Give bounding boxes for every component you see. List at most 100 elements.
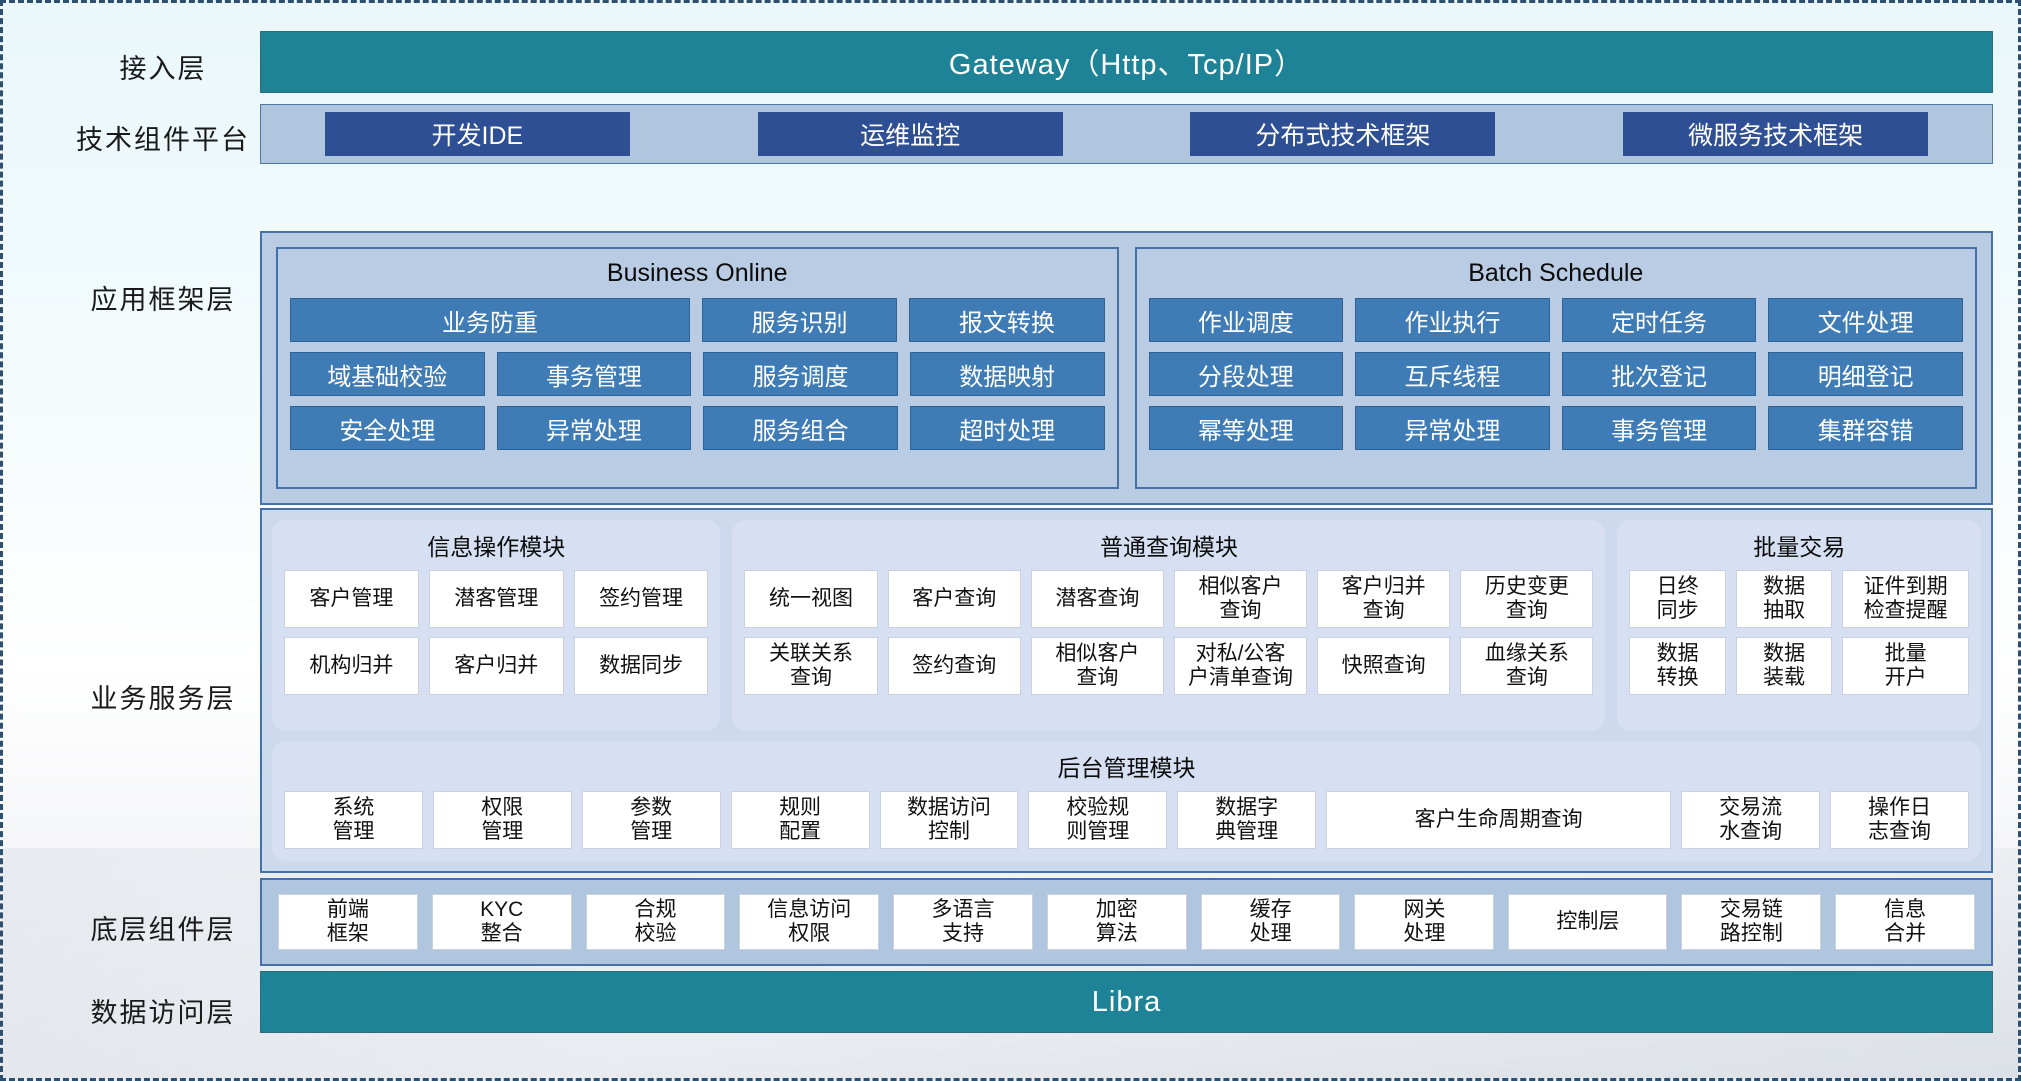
tile-batch-account-opening[interactable]: 批量 开户: [1842, 637, 1969, 695]
tile-unified-view[interactable]: 统一视图: [744, 570, 878, 628]
tile-customer-merge[interactable]: 客户归并: [428, 637, 564, 695]
module-title-common-query: 普通查询模块: [1099, 534, 1238, 560]
tile-security-processing[interactable]: 安全处理: [290, 406, 485, 450]
tile-transaction-flow-query[interactable]: 交易流 水查询: [1681, 791, 1821, 849]
tile-timeout-processing[interactable]: 超时处理: [909, 406, 1105, 450]
tile-data-dictionary-management[interactable]: 数据字 典管理: [1177, 791, 1317, 849]
tile-contract-management[interactable]: 签约管理: [573, 570, 709, 628]
tile-business-dedup[interactable]: 业务防重: [290, 298, 691, 342]
tile-cluster-fault-tolerance[interactable]: 集群容错: [1768, 406, 1963, 450]
business-online-grid: 业务防重 服务识别 报文转换 域基础校验 事务管理 服务调度 数据映射 安全处理…: [290, 298, 1105, 450]
tile-lineage-query[interactable]: 血缘关系 查询: [1460, 637, 1594, 695]
panel-title-business-online: Business Online: [606, 259, 788, 287]
tile-history-change-query[interactable]: 历史变更 查询: [1460, 570, 1594, 628]
tile-similar-customer-query-2[interactable]: 相似客户 查询: [1030, 637, 1164, 695]
tile-domain-basic-validation[interactable]: 域基础校验: [290, 352, 485, 396]
tile-row: 业务防重 服务识别 报文转换: [290, 298, 1105, 342]
tile-data-loading[interactable]: 数据 装载: [1735, 637, 1833, 695]
tile-kyc-integration[interactable]: KYC 整合: [431, 894, 572, 950]
tile-multilanguage-support[interactable]: 多语言 支持: [893, 894, 1033, 950]
tile-row: 日终 同步 数据 抽取 证件到期 检查提醒: [1629, 570, 1969, 628]
tile-data-mapping[interactable]: 数据映射: [909, 352, 1105, 396]
tile-batch-registration[interactable]: 批次登记: [1561, 352, 1757, 396]
tile-prospect-query[interactable]: 潜客查询: [1030, 570, 1164, 628]
tile-customer-merge-query[interactable]: 客户归并 查询: [1317, 570, 1451, 628]
tile-encryption-algorithm[interactable]: 加密 算法: [1046, 894, 1187, 950]
admin-tile-row: 系统 管理 权限 管理 参数 管理 规则 配置 数据访问 控制 校验规 则管理 …: [284, 791, 1969, 849]
business-service-layer: 信息操作模块 客户管理 潜客管理 签约管理 机构归并 客户归并 数据同步 普通查…: [260, 508, 1993, 873]
tile-system-management[interactable]: 系统 管理: [284, 791, 423, 849]
tile-transaction-link-control[interactable]: 交易链 路控制: [1681, 894, 1822, 950]
gateway-bar[interactable]: Gateway（Http、Tcp/IP）: [260, 31, 1993, 93]
tile-information-merge[interactable]: 信息 合并: [1835, 894, 1976, 950]
tile-data-sync[interactable]: 数据同步: [573, 637, 709, 695]
tile-parameter-management[interactable]: 参数 管理: [581, 791, 721, 849]
layer-label-data-access: 数据访问层: [90, 998, 236, 1028]
tile-service-identify[interactable]: 服务识别: [702, 298, 898, 342]
tile-detail-registration[interactable]: 明细登记: [1768, 352, 1963, 396]
layer-label-access: 接入层: [119, 54, 207, 84]
tile-file-processing[interactable]: 文件处理: [1768, 298, 1963, 342]
tech-button-ops-monitor[interactable]: 运维监控: [757, 112, 1063, 156]
tile-data-extraction[interactable]: 数据 抽取: [1735, 570, 1833, 628]
module-batch-transaction: 批量交易 日终 同步 数据 抽取 证件到期 检查提醒 数据 转换 数据 装载 批…: [1617, 520, 1981, 731]
batch-schedule-grid: 作业调度 作业执行 定时任务 文件处理 分段处理 互斥线程 批次登记 明细登记 …: [1148, 298, 1963, 450]
tile-idempotent-processing[interactable]: 幂等处理: [1148, 406, 1344, 450]
tile-contract-query[interactable]: 签约查询: [887, 637, 1021, 695]
tile-compliance-check[interactable]: 合规 校验: [585, 894, 726, 950]
tile-gateway-processing[interactable]: 网关 处理: [1354, 894, 1495, 950]
tile-data-conversion[interactable]: 数据 转换: [1629, 637, 1726, 695]
tile-similar-customer-query[interactable]: 相似客户 查询: [1173, 570, 1308, 628]
data-access-bar[interactable]: Libra: [260, 971, 1993, 1033]
tile-relationship-query[interactable]: 关联关系 查询: [744, 637, 878, 695]
tile-row: 幂等处理 异常处理 事务管理 集群容错: [1148, 406, 1963, 450]
tile-rule-configuration[interactable]: 规则 配置: [730, 791, 870, 849]
tile-exception-processing-batch[interactable]: 异常处理: [1355, 406, 1550, 450]
tile-snapshot-query[interactable]: 快照查询: [1317, 637, 1451, 695]
tile-validation-rule-management[interactable]: 校验规 则管理: [1028, 791, 1168, 849]
tile-permission-management[interactable]: 权限 管理: [432, 791, 572, 849]
tile-control-layer[interactable]: 控制层: [1508, 894, 1668, 950]
tile-service-scheduling[interactable]: 服务调度: [703, 352, 898, 396]
tile-job-execution[interactable]: 作业执行: [1355, 298, 1550, 342]
tile-mutex-thread[interactable]: 互斥线程: [1355, 352, 1550, 396]
tile-info-access-permission[interactable]: 信息访问 权限: [739, 894, 880, 950]
tile-data-access-control[interactable]: 数据访问 控制: [879, 791, 1019, 849]
tech-button-microservice-framework[interactable]: 微服务技术框架: [1623, 112, 1929, 156]
business-service-modules: 信息操作模块 客户管理 潜客管理 签约管理 机构归并 客户归并 数据同步 普通查…: [272, 520, 1981, 731]
tile-customer-query[interactable]: 客户查询: [887, 570, 1021, 628]
tile-service-composition[interactable]: 服务组合: [703, 406, 898, 450]
tile-row: 分段处理 互斥线程 批次登记 明细登记: [1148, 352, 1963, 396]
tile-prospect-management[interactable]: 潜客管理: [428, 570, 564, 628]
tech-button-distributed-framework[interactable]: 分布式技术框架: [1190, 112, 1496, 156]
tile-customer-management[interactable]: 客户管理: [284, 570, 419, 628]
module-title-info-operation: 信息操作模块: [427, 534, 566, 560]
module-admin-management: 后台管理模块 系统 管理 权限 管理 参数 管理 规则 配置 数据访问 控制 校…: [272, 741, 1981, 861]
tile-job-scheduling[interactable]: 作业调度: [1148, 298, 1344, 342]
tile-customer-lifecycle-query[interactable]: 客户生命周期查询: [1326, 791, 1672, 849]
tile-message-transform[interactable]: 报文转换: [909, 298, 1105, 342]
tech-platform-row: 开发IDE 运维监控 分布式技术框架 微服务技术框架: [260, 104, 1993, 164]
base-component-layer: 前端 框架 KYC 整合 合规 校验 信息访问 权限 多语言 支持 加密 算法 …: [260, 878, 1993, 966]
tile-transaction-management[interactable]: 事务管理: [496, 352, 692, 396]
tile-timed-task[interactable]: 定时任务: [1561, 298, 1757, 342]
common-query-grid: 统一视图 客户查询 潜客查询 相似客户 查询 客户归并 查询 历史变更 查询 关…: [744, 570, 1594, 695]
tile-org-merge[interactable]: 机构归并: [284, 637, 419, 695]
tile-transaction-management-batch[interactable]: 事务管理: [1561, 406, 1757, 450]
panel-business-online: Business Online 业务防重 服务识别 报文转换 域基础校验 事务管…: [276, 247, 1119, 489]
layer-label-base-components: 底层组件层: [90, 915, 236, 945]
panel-title-batch-schedule: Batch Schedule: [1468, 259, 1644, 287]
tile-operation-log-query[interactable]: 操作日 志查询: [1830, 791, 1969, 849]
tech-button-ide[interactable]: 开发IDE: [324, 112, 630, 156]
tile-frontend-framework[interactable]: 前端 框架: [278, 894, 418, 950]
tile-segment-processing[interactable]: 分段处理: [1148, 352, 1344, 396]
tile-row: 作业调度 作业执行 定时任务 文件处理: [1148, 298, 1963, 342]
tile-row: 机构归并 客户归并 数据同步: [284, 637, 709, 695]
tile-retail-corporate-list-query[interactable]: 对私/公客 户清单查询: [1173, 637, 1308, 695]
tile-certificate-expiry-reminder[interactable]: 证件到期 检查提醒: [1842, 570, 1969, 628]
tile-cache-processing[interactable]: 缓存 处理: [1200, 894, 1341, 950]
tile-exception-processing[interactable]: 异常处理: [496, 406, 692, 450]
tile-row: 客户管理 潜客管理 签约管理: [284, 570, 709, 628]
tile-eod-sync[interactable]: 日终 同步: [1629, 570, 1726, 628]
